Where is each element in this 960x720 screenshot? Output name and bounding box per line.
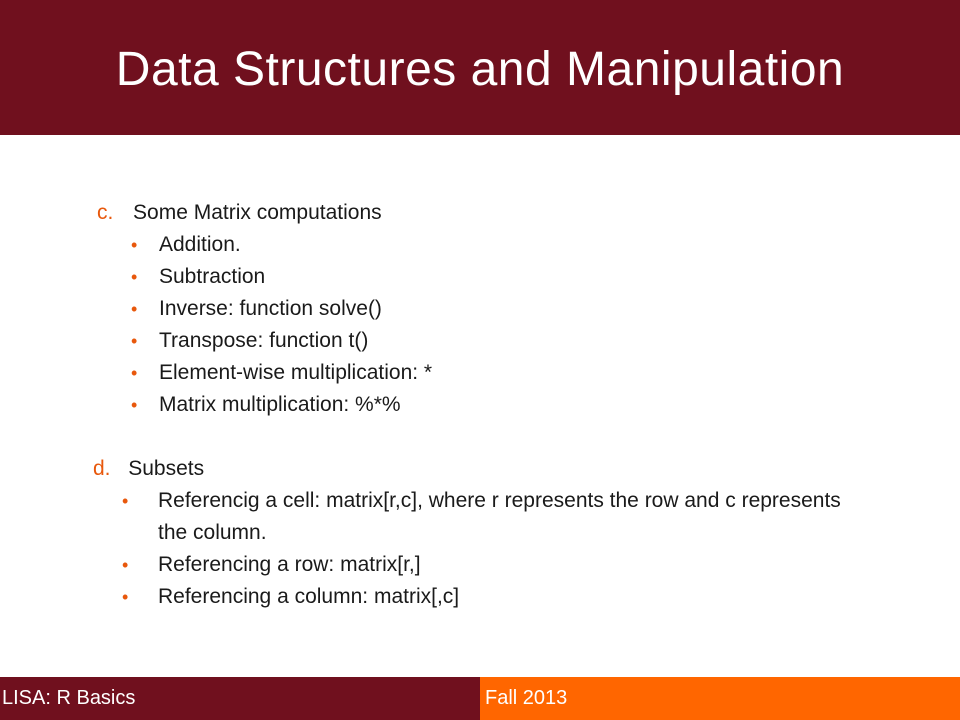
bullet-text: Addition.: [159, 233, 241, 256]
footer-left-band: LISA: R Basics: [0, 677, 480, 720]
bullet-icon: •: [122, 555, 129, 575]
bullet-icon: •: [131, 299, 138, 319]
section-marker-c: c.: [97, 201, 114, 224]
bullet-icon: •: [122, 587, 129, 607]
section-heading-subsets: d. Subsets: [93, 455, 204, 483]
bullet-icon: •: [131, 363, 138, 383]
footer-term-label: Fall 2013: [485, 687, 568, 709]
bullet-text: Transpose: function t(): [159, 329, 369, 352]
section-marker-d: d.: [93, 457, 111, 480]
title-band: Data Structures and Manipulation: [0, 0, 960, 135]
bullet-text: Referencing a column: matrix[,c]: [158, 585, 460, 608]
bullet-icon: •: [131, 267, 138, 287]
bullet-text: Matrix multiplication: %*%: [159, 393, 401, 416]
bullet-icon: •: [122, 491, 129, 511]
bullet-icon: •: [131, 331, 138, 351]
section-heading-text: Subsets: [128, 457, 205, 480]
bullet-text: Referencing a row: matrix[r,]: [158, 553, 421, 576]
bullet-icon: •: [131, 395, 138, 415]
footer-course-label: LISA: R Basics: [2, 687, 136, 709]
bullet-text: Element-wise multiplication: *: [159, 361, 433, 384]
footer: LISA: R Basics Fall 2013: [0, 677, 960, 720]
section-heading-text: Some Matrix computations: [133, 201, 382, 224]
slide-title: Data Structures and Manipulation: [115, 43, 845, 96]
bullet-text: Subtraction: [159, 265, 266, 288]
bullet-text: Inverse: function solve(): [159, 297, 382, 320]
bullet-text: Referencig a cell: matrix[r,c], where r …: [158, 489, 841, 544]
section-heading-matrix-computations: c. Some Matrix computations: [97, 199, 382, 227]
footer-right-band: Fall 2013: [480, 677, 960, 720]
bullet-icon: •: [131, 235, 138, 255]
